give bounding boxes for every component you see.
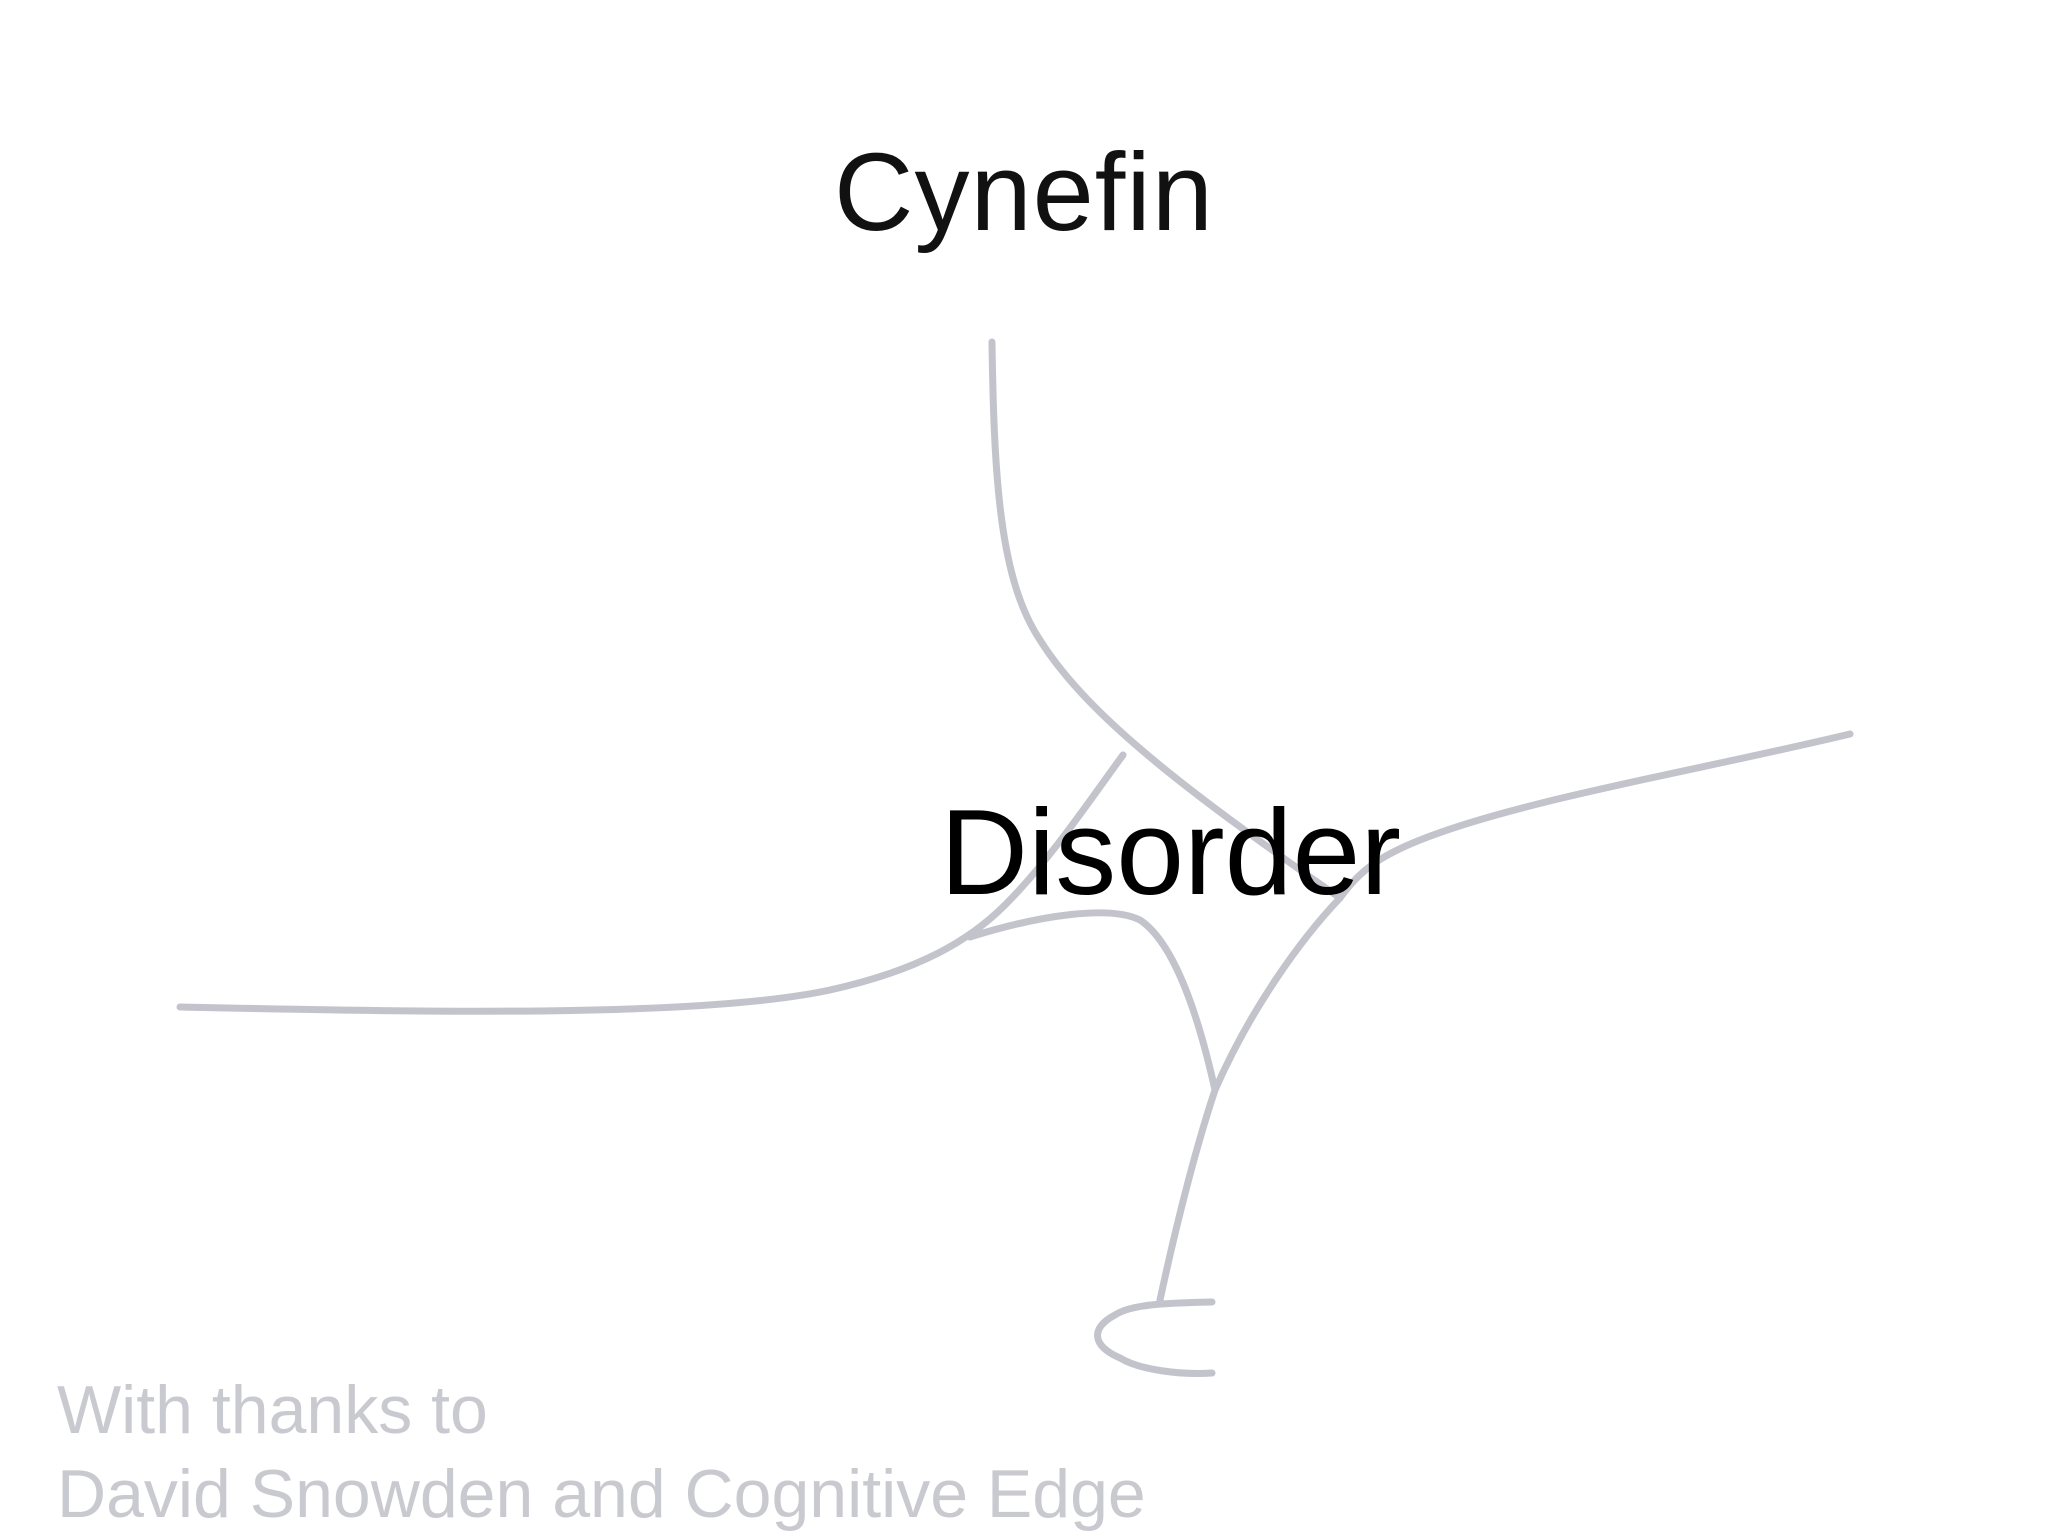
bottom-boundary-line bbox=[1156, 1086, 1219, 1304]
credit-line-1: With thanks to bbox=[57, 1372, 488, 1448]
cliff-fold bbox=[1094, 1298, 1216, 1377]
left-boundary-line bbox=[176, 751, 1127, 1015]
top-boundary-line bbox=[988, 338, 1344, 902]
disorder-right-arc bbox=[1211, 894, 1344, 1094]
slide-title: Cynefin bbox=[834, 131, 1214, 254]
credit-line-2: David Snowden and Cognitive Edge bbox=[57, 1456, 1146, 1532]
disorder-label: Disorder bbox=[940, 784, 1402, 920]
disorder-lower-arc bbox=[966, 909, 1219, 1094]
right-boundary-line bbox=[1336, 730, 1854, 902]
credit-text: With thanks to David Snowden and Cogniti… bbox=[57, 1368, 1146, 1536]
